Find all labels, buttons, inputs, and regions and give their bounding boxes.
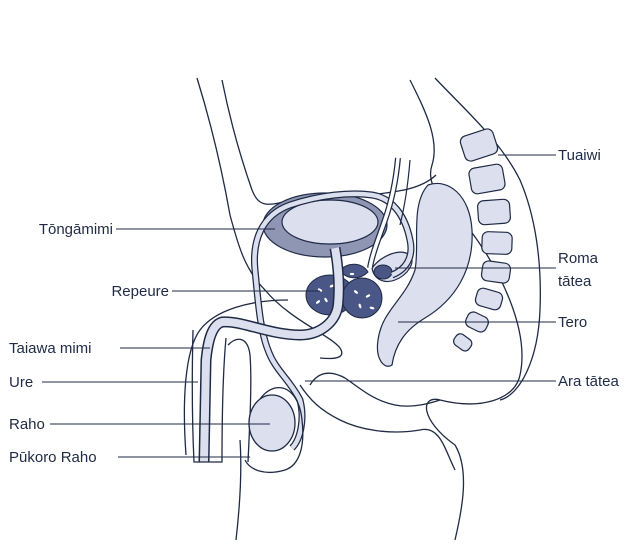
perineum-outline — [310, 373, 440, 406]
leg-outline-left — [236, 440, 241, 540]
label-seminal-vesicle-line1: Roma — [558, 250, 599, 267]
label-bladder: Tōngāmimi — [39, 221, 113, 238]
label-prostate: Repeure — [111, 283, 169, 300]
label-testis: Raho — [9, 416, 45, 433]
label-vas-deferens: Ara tātea — [558, 373, 620, 390]
label-penis: Ure — [9, 374, 33, 391]
label-seminal-vesicle-line2: tātea — [558, 273, 592, 290]
leg-outline-right — [300, 385, 455, 470]
abdomen-outline — [222, 80, 436, 204]
label-scrotum: Pūkoro Raho — [9, 449, 97, 466]
label-urethra: Taiawa mimi — [9, 340, 92, 357]
label-rectum: Tero — [558, 314, 587, 331]
label-spine: Tuaiwi — [558, 147, 601, 164]
corpus-line — [228, 339, 251, 462]
testis — [249, 395, 295, 451]
ejaculatory-duct — [374, 265, 392, 279]
